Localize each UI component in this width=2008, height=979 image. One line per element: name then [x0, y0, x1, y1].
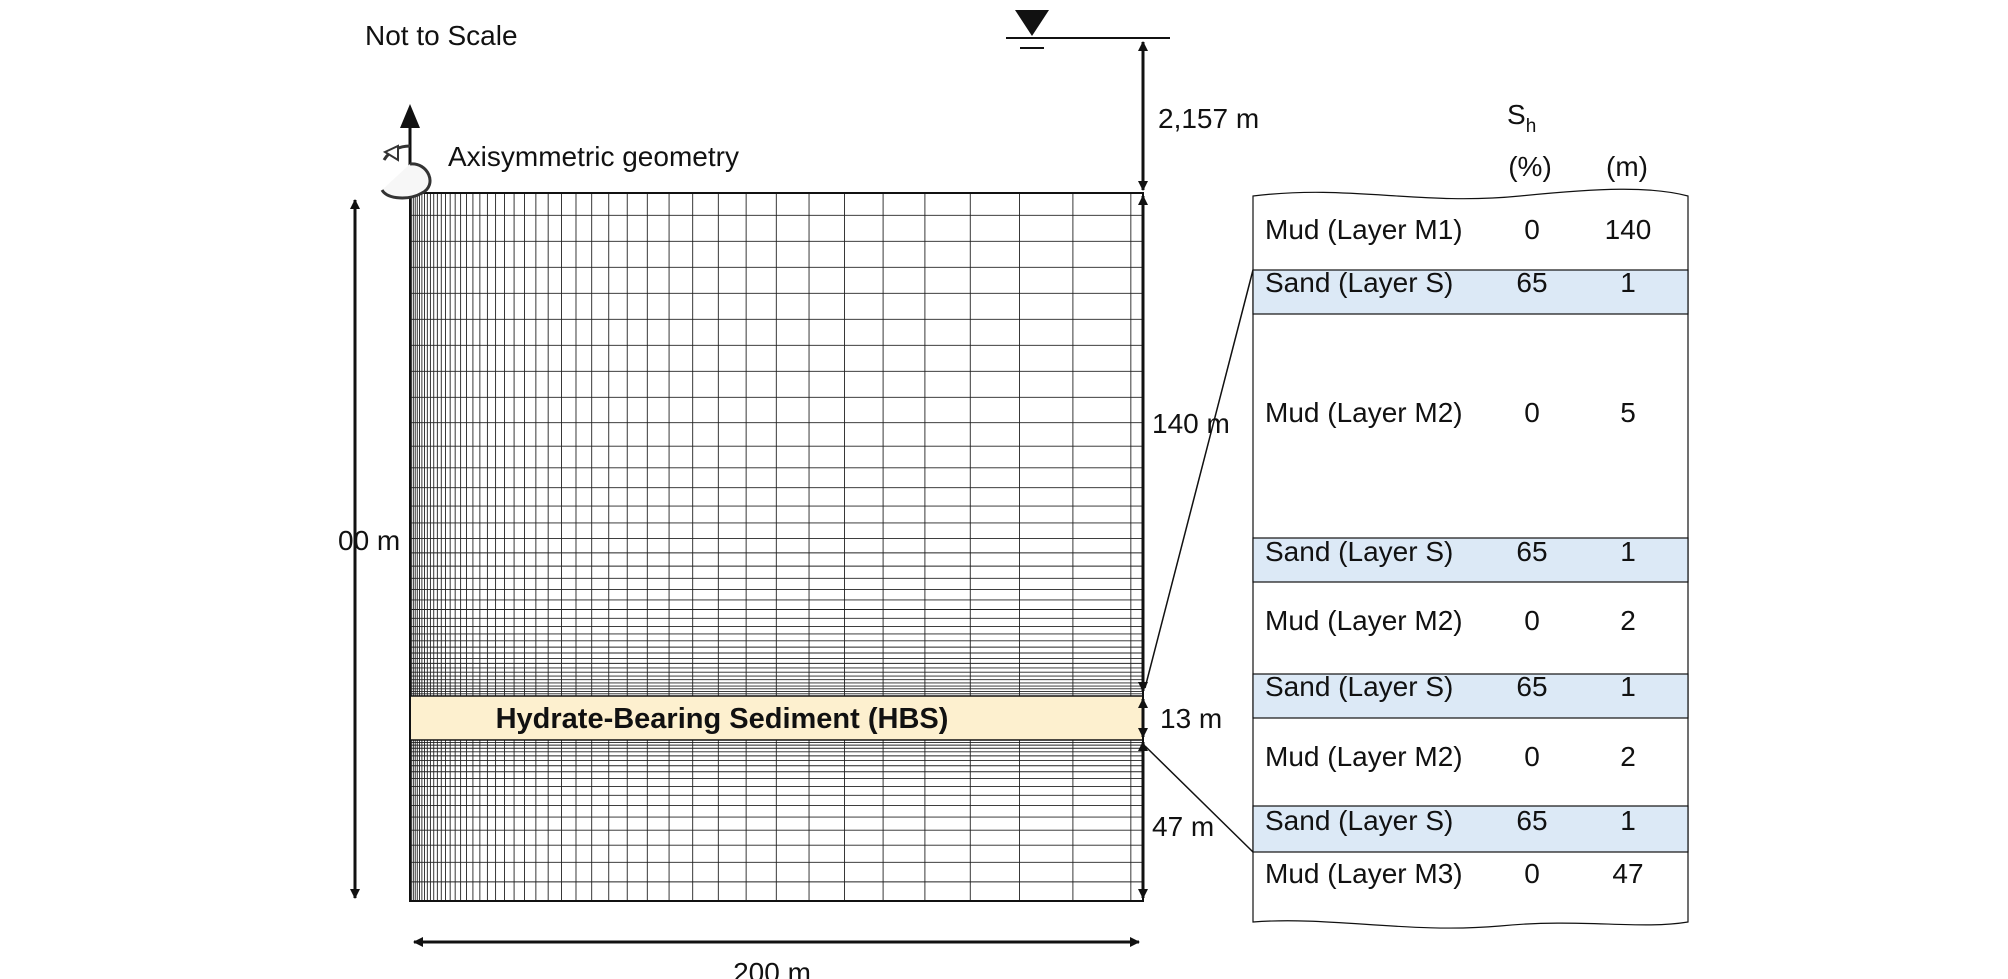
- layer-name: Sand (Layer S): [1265, 805, 1453, 836]
- layer-thickness: 140: [1605, 214, 1652, 245]
- upper-thickness-label: 140 m: [1152, 408, 1230, 439]
- finite-element-mesh: [409, 193, 1143, 901]
- layer-sh: 65: [1516, 536, 1547, 567]
- layer-name: Mud (Layer M3): [1265, 858, 1463, 889]
- sand-layer-band: [1252, 805, 1689, 853]
- layer-name: Mud (Layer M1): [1265, 214, 1463, 245]
- hbs-layer: [409, 695, 1144, 741]
- layer-sh: 0: [1524, 741, 1540, 772]
- layer-thickness: 5: [1620, 397, 1636, 428]
- hbs-thickness-label: 13 m: [1160, 703, 1222, 734]
- layer-thickness: 1: [1620, 805, 1636, 836]
- sh-header: Sh: [1507, 99, 1536, 137]
- layer-thickness: 47: [1612, 858, 1643, 889]
- layer-name: Sand (Layer S): [1265, 536, 1453, 567]
- curved-rotation-arrow-icon: [380, 144, 432, 200]
- sand-layer-band: [1252, 673, 1689, 719]
- layer-sh: 65: [1516, 805, 1547, 836]
- layer-sh: 65: [1516, 267, 1547, 298]
- inverted-triangle-water-level-icon: [1006, 10, 1170, 49]
- sand-layer-band: [1252, 269, 1689, 315]
- layer-sh: 0: [1524, 397, 1540, 428]
- axisymmetric-label: Axisymmetric geometry: [448, 141, 739, 172]
- layer-name: Mud (Layer M2): [1265, 397, 1463, 428]
- layer-sh: 0: [1524, 605, 1540, 636]
- width-label: 200 m: [733, 957, 811, 979]
- lower-thickness-label: 47 m: [1152, 811, 1214, 842]
- layer-thickness: 2: [1620, 605, 1636, 636]
- water-depth-label: 2,157 m: [1158, 103, 1259, 134]
- sh-unit-header: (%): [1508, 151, 1552, 182]
- scale-note: Not to Scale: [365, 20, 518, 51]
- layer-thickness: 1: [1620, 671, 1636, 702]
- layer-thickness: 2: [1620, 741, 1636, 772]
- layer-sh: 0: [1524, 858, 1540, 889]
- hbs-label: Hydrate-Bearing Sediment (HBS): [496, 703, 949, 735]
- layer-thickness: 1: [1620, 267, 1636, 298]
- layer-thickness: 1: [1620, 536, 1636, 567]
- thickness-unit-header: (m): [1606, 151, 1648, 182]
- layer-name: Sand (Layer S): [1265, 267, 1453, 298]
- layer-sh: 65: [1516, 671, 1547, 702]
- layer-sh: 0: [1524, 214, 1540, 245]
- total-height-label: 00 m: [338, 525, 400, 556]
- sand-layer-band: [1252, 537, 1689, 583]
- layer-name: Sand (Layer S): [1265, 671, 1453, 702]
- zoom-line-bottom: [1144, 745, 1254, 853]
- zoom-line-top: [1144, 269, 1254, 689]
- layer-name: Mud (Layer M2): [1265, 605, 1463, 636]
- layer-name: Mud (Layer M2): [1265, 741, 1463, 772]
